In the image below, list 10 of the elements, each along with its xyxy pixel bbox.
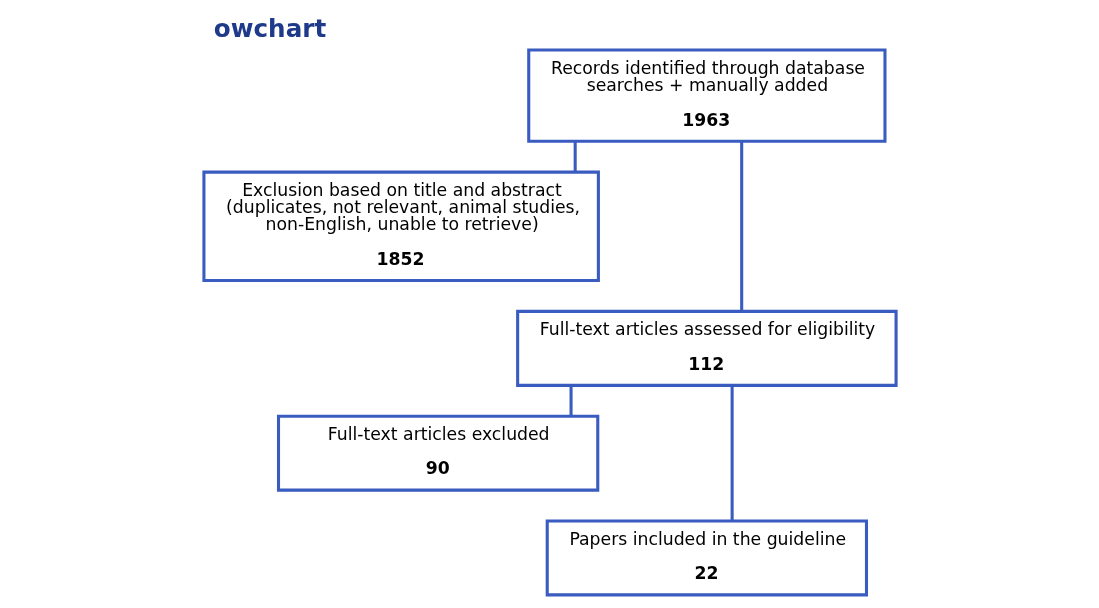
diagram-title: owchart	[213, 13, 326, 43]
node-box: Records identified through database searches + manually added 1963	[526, 48, 886, 143]
connector	[730, 385, 734, 521]
node-box: Papers included in the guideline 22	[545, 519, 868, 597]
connector	[739, 141, 743, 312]
node-box: Full-text articles excluded 90	[276, 414, 599, 492]
connector	[569, 385, 573, 417]
connector	[573, 141, 577, 172]
node-box: Full-text articles assessed for eligibility 112	[515, 309, 898, 387]
node-box: Exclusion based on title and abstract (duplicates, not relevant, animal studies, non-English, unable to retrieve) 1852	[201, 170, 600, 283]
